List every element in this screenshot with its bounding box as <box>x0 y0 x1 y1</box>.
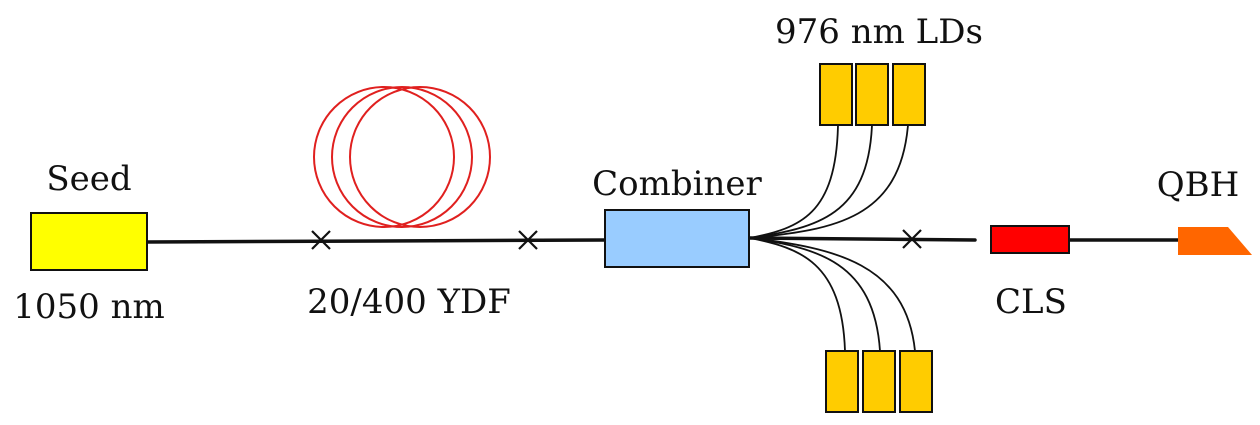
pump-ld-group-bottom <box>825 350 933 413</box>
cls-label: CLS <box>995 282 1067 322</box>
combiner-label: Combiner <box>592 164 762 204</box>
seed-label: Seed <box>46 159 131 199</box>
ydf-coil <box>313 86 491 228</box>
qbh-connector <box>1178 227 1252 255</box>
pump-pigtails-top <box>749 124 909 239</box>
combiner-box <box>604 209 750 268</box>
pump-ld <box>825 350 859 413</box>
seed-wavelength-label: 1050 nm <box>13 287 164 327</box>
splice-point-3 <box>902 229 922 249</box>
seed-source <box>30 212 148 271</box>
pump-ld <box>862 350 896 413</box>
pump-ld-group-top <box>819 63 926 126</box>
ydf-label: 20/400 YDF <box>307 282 511 322</box>
qbh-label: QBH <box>1157 165 1240 205</box>
cls-box <box>990 225 1070 254</box>
pump-ld <box>899 350 933 413</box>
coil-loop <box>349 86 491 228</box>
pump-ld <box>892 63 926 126</box>
coil-loop <box>313 86 455 228</box>
pump-lds-label: 976 nm LDs <box>775 12 983 52</box>
pump-pigtails-bottom <box>749 237 916 352</box>
coil-loop <box>331 86 473 228</box>
pump-ld <box>819 63 853 126</box>
splice-point-2 <box>518 230 538 250</box>
pump-ld <box>855 63 889 126</box>
splice-point-1 <box>311 230 331 250</box>
